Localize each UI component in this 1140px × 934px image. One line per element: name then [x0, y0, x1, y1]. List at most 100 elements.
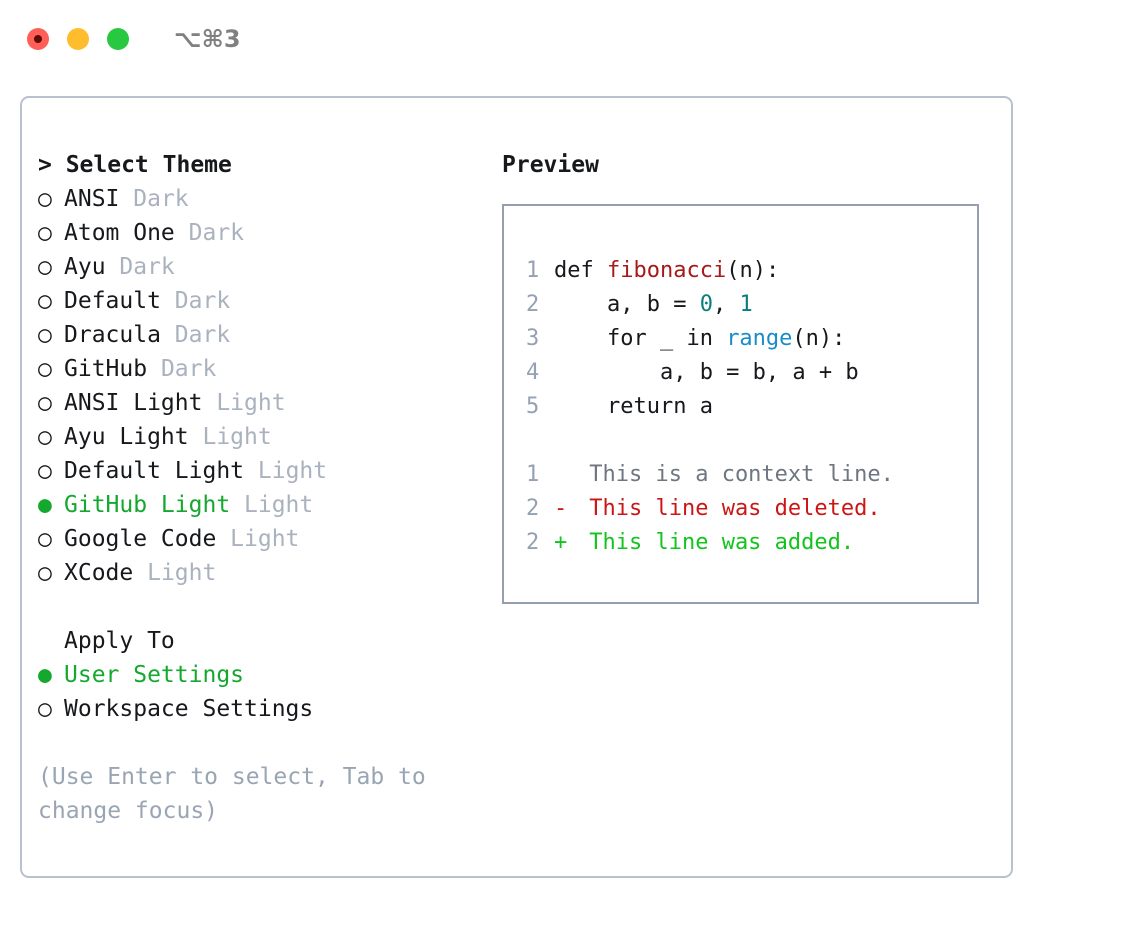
- code-token-plain: (n):: [792, 326, 846, 351]
- code-token-num: 0: [699, 292, 713, 317]
- theme-option-tag: Light: [216, 390, 286, 416]
- radio-selected-icon: ●: [38, 662, 52, 688]
- minimize-dot[interactable]: [67, 28, 89, 50]
- theme-option-github[interactable]: ○ GitHub Dark: [38, 352, 488, 386]
- radio-unselected-icon: ○: [38, 424, 52, 450]
- theme-option-label: Ayu Light: [64, 424, 203, 450]
- select-theme-header: > Select Theme: [38, 152, 232, 178]
- theme-option-label: GitHub: [64, 356, 161, 382]
- theme-option-label: Default Light: [64, 458, 258, 484]
- apply-to-option-user-settings[interactable]: ● User Settings: [38, 658, 488, 692]
- diff-line-add: 2+ This line was added.: [526, 526, 977, 560]
- code-token-plain: ,: [712, 292, 740, 317]
- theme-option-github-light[interactable]: ●GitHub Light Light: [38, 488, 488, 522]
- theme-option-ayu-light[interactable]: ○ Ayu Light Light: [38, 420, 488, 454]
- apply-to-option-label: User Settings: [64, 662, 245, 688]
- theme-option-dracula[interactable]: ○ Dracula Dark: [38, 318, 488, 352]
- code-token-plain: a, b =: [554, 292, 700, 317]
- section-spacer: [38, 590, 488, 624]
- theme-option-label: Atom One: [64, 220, 189, 246]
- theme-option-tag: Dark: [174, 322, 231, 348]
- radio-unselected-icon: ○: [38, 186, 52, 212]
- code-token-plain: a, b = b, a + b: [554, 360, 859, 385]
- theme-option-tag: Dark: [174, 288, 231, 314]
- diff-line-ctx: 1 This is a context line.: [526, 458, 977, 492]
- radio-unselected-icon: ○: [38, 356, 52, 382]
- theme-option-label: ANSI Light: [64, 390, 217, 416]
- theme-option-tag: Light: [202, 424, 272, 450]
- code-token-num: 1: [739, 292, 753, 317]
- theme-option-ansi-light[interactable]: ○ ANSI Light Light: [38, 386, 488, 420]
- theme-option-atom-one[interactable]: ○ Atom One Dark: [38, 216, 488, 250]
- content-window: > Select Theme ○ANSI Dark○Atom One Dark○…: [20, 96, 1013, 878]
- radio-selected-icon: ●: [38, 492, 52, 518]
- code-token-fn: fibonacci: [606, 258, 727, 283]
- apply-to-list: ● User Settings ○ Workspace Settings: [38, 658, 488, 726]
- code-token-plain: return a: [554, 394, 713, 419]
- theme-option-label: XCode: [64, 560, 148, 586]
- radio-unselected-icon: ○: [38, 220, 52, 246]
- theme-option-label: GitHub Light: [64, 492, 245, 518]
- code-token-call: range: [726, 326, 793, 351]
- code-token-plain: for _ in: [554, 326, 727, 351]
- apply-to-option-workspace-settings[interactable]: ○ Workspace Settings: [38, 692, 488, 726]
- code-line: 4 a, b = b, a + b: [526, 356, 977, 390]
- keyboard-hint: (Use Enter to select, Tab to change focu…: [38, 764, 440, 824]
- diff-marker: -: [554, 496, 568, 521]
- diff-marker: [554, 458, 576, 492]
- theme-option-label: ANSI: [64, 186, 134, 212]
- code-diff-spacer: [526, 424, 977, 458]
- diff-line-number: 2: [526, 496, 540, 521]
- keyboard-shortcut-label: ⌥⌘3: [174, 25, 241, 53]
- theme-option-default[interactable]: ○Default Dark: [38, 284, 488, 318]
- theme-option-google-code[interactable]: ○Google Code Light: [38, 522, 488, 556]
- theme-option-xcode[interactable]: ○ XCode Light: [38, 556, 488, 590]
- radio-unselected-icon: ○: [38, 254, 52, 280]
- theme-option-ansi[interactable]: ○ANSI Dark: [38, 182, 488, 216]
- diff-line-text: This line was added.: [576, 530, 855, 555]
- theme-option-tag: Light: [147, 560, 217, 586]
- diff-line-number: 2: [526, 530, 540, 555]
- preview-title: Preview: [502, 152, 599, 178]
- apply-to-header: Apply To: [38, 624, 488, 658]
- code-line-number: 2: [526, 292, 540, 317]
- radio-unselected-icon: ○: [38, 322, 52, 348]
- code-line-number: 4: [526, 360, 540, 385]
- theme-option-tag: Dark: [160, 356, 217, 382]
- theme-option-tag: Dark: [188, 220, 245, 246]
- diff-line-text: This line was deleted.: [576, 496, 881, 521]
- apply-to-header-label: Apply To: [64, 628, 175, 654]
- code-line: 5 return a: [526, 390, 977, 424]
- maximize-dot[interactable]: [107, 28, 129, 50]
- theme-option-tag: Dark: [119, 254, 175, 280]
- theme-option-ayu[interactable]: ○ Ayu Dark: [38, 250, 488, 284]
- code-token-plain: def: [554, 258, 607, 283]
- theme-option-label: Ayu: [64, 254, 120, 280]
- theme-option-label: Dracula: [64, 322, 175, 348]
- radio-unselected-icon: ○: [38, 390, 52, 416]
- apply-to-option-label: Workspace Settings: [64, 696, 314, 722]
- diff-line-number: 1: [526, 462, 540, 487]
- radio-unselected-icon: ○: [38, 696, 52, 722]
- window-controls: [27, 28, 129, 50]
- code-line: 3 for _ in range(n):: [526, 322, 977, 356]
- radio-unselected-icon: ○: [38, 288, 52, 314]
- diff-block: 1 This is a context line.2- This line wa…: [526, 458, 977, 560]
- radio-unselected-icon: ○: [38, 458, 52, 484]
- radio-unselected-icon: ○: [38, 560, 52, 586]
- code-token-plain: (n):: [726, 258, 780, 283]
- theme-list: ○ANSI Dark○Atom One Dark○Ayu Dark○Defaul…: [38, 182, 488, 590]
- theme-option-default-light[interactable]: ○Default Light Light: [38, 454, 488, 488]
- code-line-number: 3: [526, 326, 540, 351]
- title-bar: ⌥⌘3: [0, 0, 1140, 78]
- diff-line-del: 2- This line was deleted.: [526, 492, 977, 526]
- apply-to-header-indent: [38, 624, 64, 658]
- close-dot[interactable]: [27, 28, 49, 50]
- theme-option-label: Google Code: [64, 526, 231, 552]
- two-column-layout: > Select Theme ○ANSI Dark○Atom One Dark○…: [22, 98, 1011, 876]
